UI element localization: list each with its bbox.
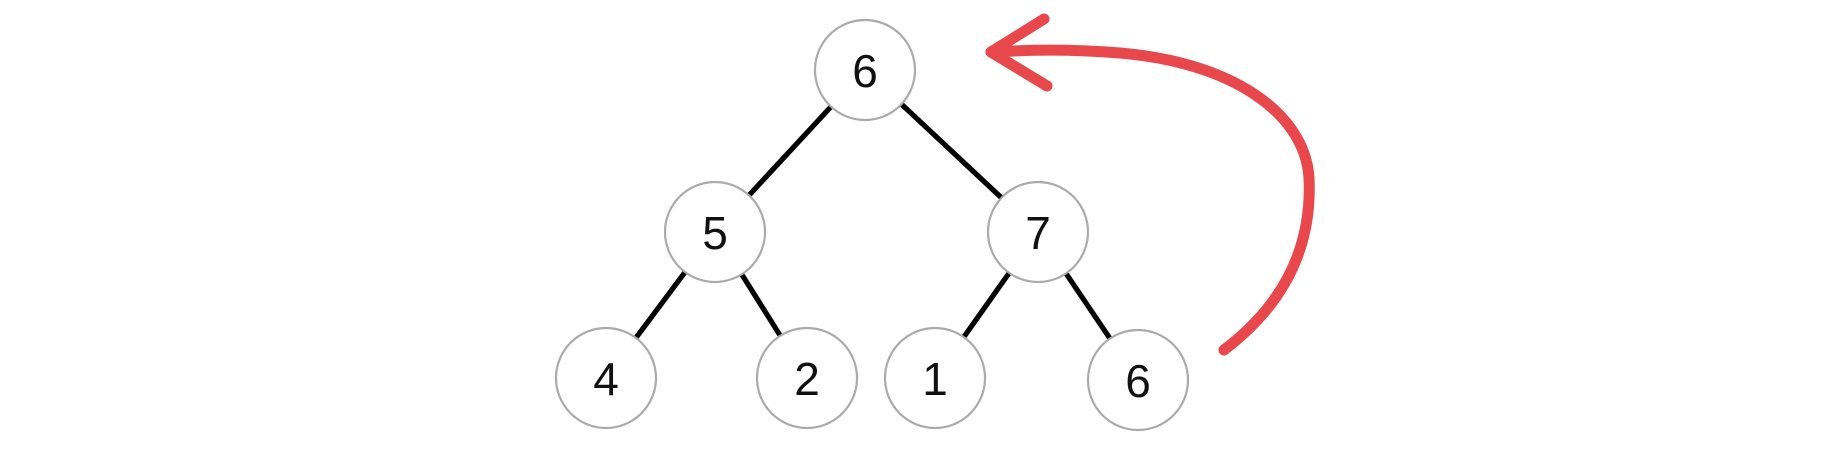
node-circle-l	[663, 180, 767, 284]
tree-node-ll[interactable]: 4	[554, 326, 658, 430]
tree-edge-root-l	[746, 104, 834, 198]
node-label-rl: 1	[922, 353, 948, 405]
node-label-l: 5	[702, 207, 728, 259]
tree-nodes-group: 6 5 7 4 2 1 6	[554, 18, 1190, 432]
node-label-root: 6	[852, 45, 878, 97]
tree-node-l[interactable]: 5	[663, 180, 767, 284]
node-circle-rr	[1086, 328, 1190, 432]
tree-node-r[interactable]: 7	[986, 180, 1090, 284]
node-circle-ll	[554, 326, 658, 430]
tree-edge-r-rr	[1063, 270, 1113, 342]
tree-edge-l-lr	[739, 271, 783, 339]
node-label-lr: 2	[794, 353, 820, 405]
node-label-ll: 4	[593, 353, 619, 405]
node-circle-rl	[883, 326, 987, 430]
annotation-arrowhead-upper	[985, 13, 1050, 58]
annotation-arrowhead-lower	[985, 46, 1053, 92]
tree-node-rl[interactable]: 1	[883, 326, 987, 430]
node-label-r: 7	[1025, 207, 1051, 259]
node-circle-lr	[755, 326, 859, 430]
tree-node-lr[interactable]: 2	[755, 326, 859, 430]
tree-node-root[interactable]: 6	[813, 18, 917, 122]
annotation-arrow-shaft	[989, 44, 1315, 356]
node-circle-root	[813, 18, 917, 122]
node-circle-r	[986, 180, 1090, 284]
tree-edge-l-ll	[633, 269, 688, 341]
annotation-arrow-group	[985, 13, 1315, 356]
tree-node-rr[interactable]: 6	[1086, 328, 1190, 432]
tree-edge-root-r	[898, 101, 1005, 201]
tree-edges-group	[633, 101, 1113, 342]
node-label-rr: 6	[1125, 355, 1151, 407]
tree-edge-r-rl	[961, 270, 1012, 340]
